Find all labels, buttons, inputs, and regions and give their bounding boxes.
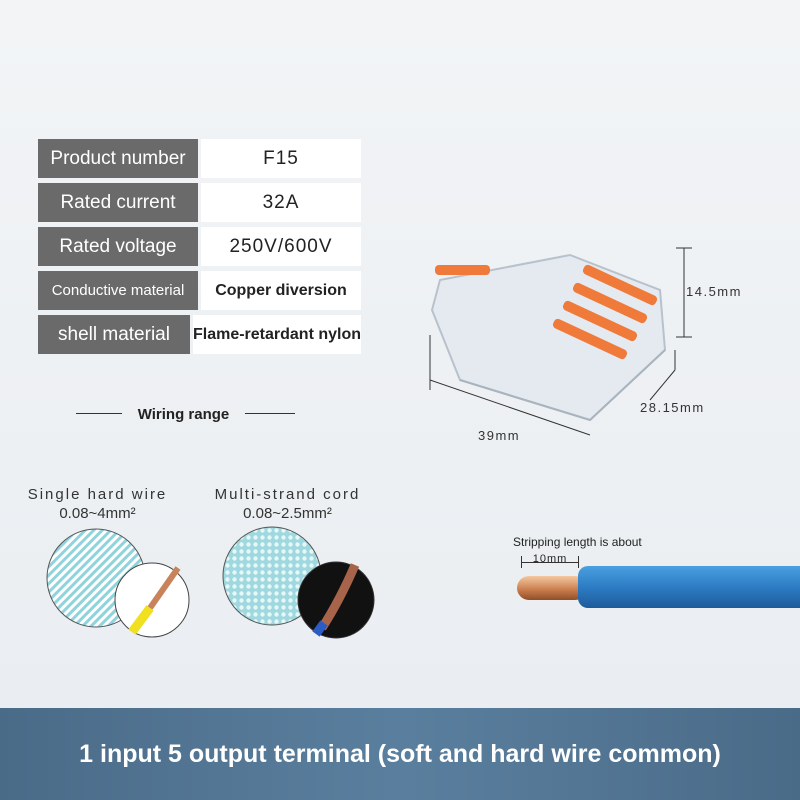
blue-wire (578, 566, 800, 608)
spec-value: Copper diversion (201, 271, 361, 310)
bottom-banner: 1 input 5 output terminal (soft and hard… (0, 708, 800, 800)
divider (245, 413, 295, 414)
stripping-line (521, 562, 579, 563)
spec-label: Product number (38, 139, 198, 178)
connector-image (429, 247, 692, 436)
spec-label: Rated voltage (38, 227, 198, 266)
spec-label: Rated current (38, 183, 198, 222)
spec-label: shell material (38, 315, 190, 354)
depth-dimension: 28.15mm (640, 400, 705, 415)
copper-core (517, 576, 587, 600)
spec-value: Flame-retardant nylon (192, 315, 361, 354)
tick (578, 556, 579, 568)
banner-text: 1 input 5 output terminal (soft and hard… (79, 739, 721, 768)
solid-wire-icon (46, 528, 190, 638)
stripping-length: 10mm (532, 553, 568, 565)
width-dimension: 39mm (478, 428, 521, 443)
spec-value: 32A (201, 183, 361, 222)
wiring-range-title: Wiring range (137, 406, 230, 423)
stripping-label: Stripping length is about (513, 535, 642, 549)
height-dimension: 14.5mm (686, 284, 742, 299)
spec-value: 250V/600V (201, 227, 361, 266)
stranded-wire-icon (222, 526, 375, 639)
wire-illustrations (46, 526, 375, 639)
spec-value: F15 (201, 139, 361, 178)
spec-label: Conductive material (38, 271, 198, 310)
tick (521, 556, 522, 568)
divider (76, 413, 122, 414)
